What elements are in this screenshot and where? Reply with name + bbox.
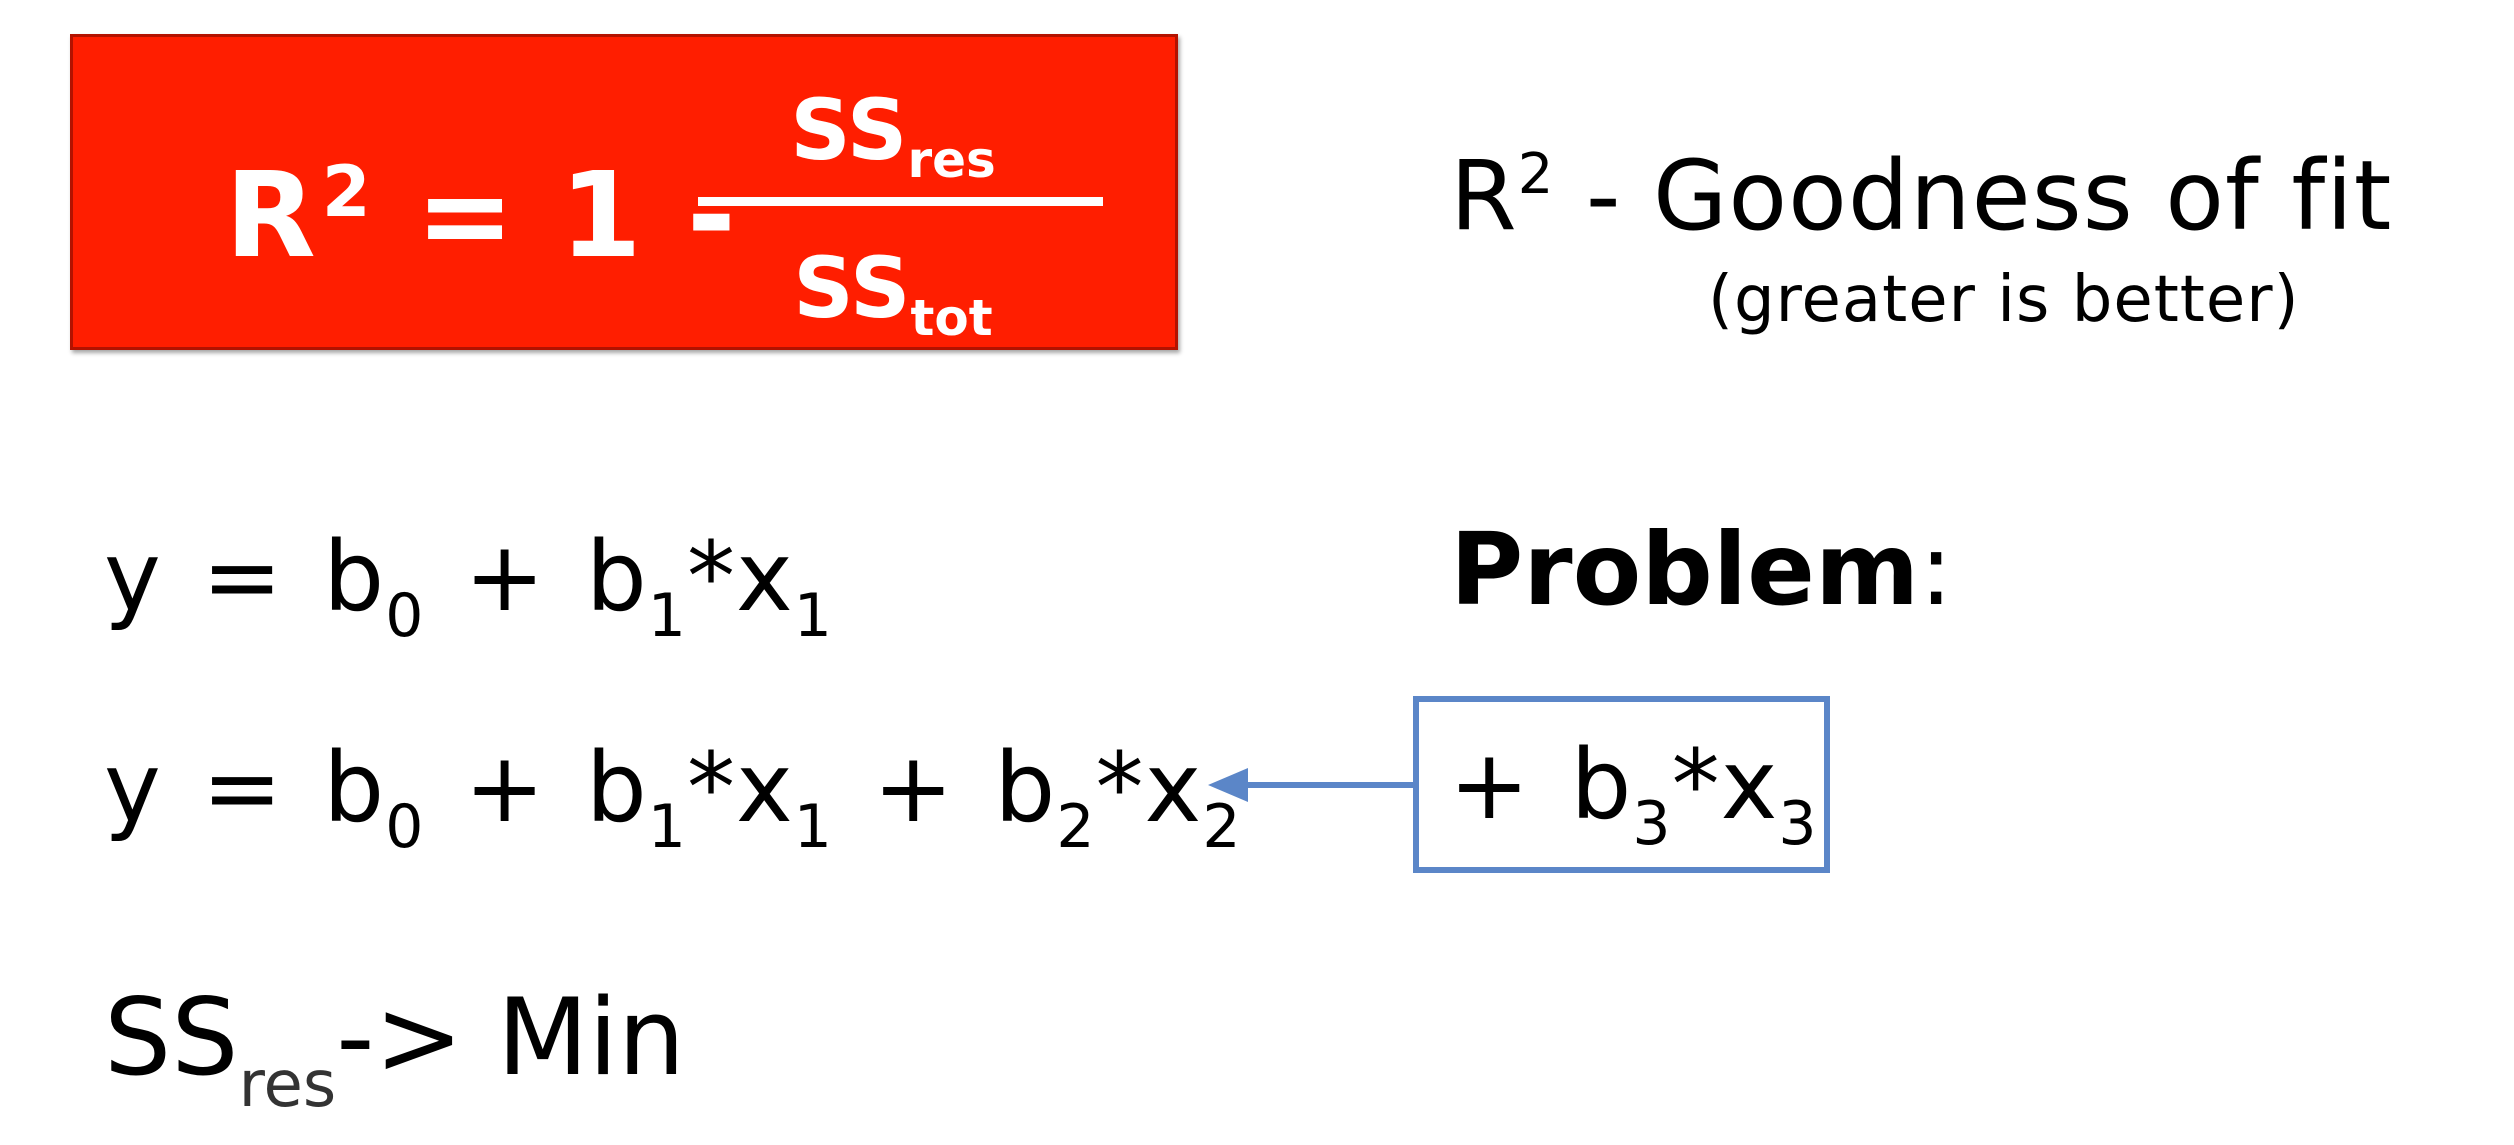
problem-text: Problem [1450, 511, 1920, 628]
ssmin-arrow-min: -> Min [336, 976, 686, 1099]
added-variable-box: +b3*x3 [1413, 696, 1830, 873]
title-r-exponent: 2 [1517, 142, 1555, 207]
eq1-b1-sub: 1 [647, 581, 687, 651]
multiple-regression-equation: y=b0+b1*x1+b2*x2 [104, 733, 1242, 882]
eq2-b1: b [585, 732, 648, 844]
title-rest: - Goodness of fit [1554, 140, 2393, 252]
eq1-b0: b [323, 521, 386, 633]
eq1-b1: b [585, 521, 648, 633]
denominator-ss: SS [793, 239, 911, 337]
eq1-equals: = [201, 521, 284, 633]
eq1-plus: + [464, 521, 546, 633]
eq1-b0-sub: 0 [385, 581, 425, 651]
left-arrow-icon [1208, 768, 1413, 802]
eq2-b2: b [994, 732, 1057, 844]
eq2-plus2: + [872, 732, 955, 844]
eq2-x1-sub: 1 [793, 792, 833, 862]
numerator-ss: SS [790, 81, 908, 179]
eq2-times-x2: *x [1095, 732, 1203, 844]
goodness-of-fit-subtitle: (greater is better) [1708, 263, 2300, 337]
added-b3-sub: 3 [1632, 789, 1672, 859]
problem-label: Problem: [1450, 512, 1953, 628]
problem-colon: : [1919, 511, 1953, 628]
eq2-b0-sub: 0 [385, 792, 425, 862]
formula-r-exponent: 2 [321, 151, 373, 233]
eq2-equals: = [201, 732, 284, 844]
simple-regression-equation: y=b0+b1*x1 [104, 522, 833, 671]
eq2-x2-sub: 2 [1202, 792, 1242, 862]
fraction-bar [698, 197, 1103, 206]
numerator-sub: res [907, 131, 996, 189]
added-b3: b [1570, 729, 1633, 841]
eq1-x1-sub: 1 [793, 581, 833, 651]
minimize-ss-res: SSres-> Min [104, 978, 685, 1145]
eq2-plus1: + [464, 732, 546, 844]
ssmin-ss: SS [104, 976, 239, 1099]
formula-lhs: R2 = 1 - [225, 127, 781, 280]
eq2-b2-sub: 2 [1056, 792, 1096, 862]
eq2-b0: b [323, 732, 386, 844]
eq1-times-x: *x [686, 521, 794, 633]
formula-r: R [225, 146, 318, 284]
eq1-y: y [104, 521, 162, 633]
formula-denominator: SStot [693, 243, 1093, 363]
title-r: R [1450, 140, 1518, 252]
formula-equals-one-minus: = 1 - [372, 146, 781, 284]
r-squared-formula-box: R2 = 1 - SSres SStot [70, 34, 1178, 350]
eq2-y: y [104, 732, 162, 844]
denominator-sub: tot [910, 289, 993, 347]
added-plus: + [1449, 729, 1531, 841]
goodness-of-fit-title: R2 - Goodness of fit [1450, 120, 2392, 251]
formula-numerator: SSres [693, 85, 1093, 205]
added-variable-term: +b3*x3 [1449, 730, 1818, 879]
ssmin-sub: res [238, 1048, 337, 1122]
added-x3-sub: 3 [1778, 789, 1818, 859]
added-times-x3: *x [1671, 729, 1779, 841]
eq2-b1-sub: 1 [647, 792, 687, 862]
eq2-times-x1: *x [686, 732, 794, 844]
